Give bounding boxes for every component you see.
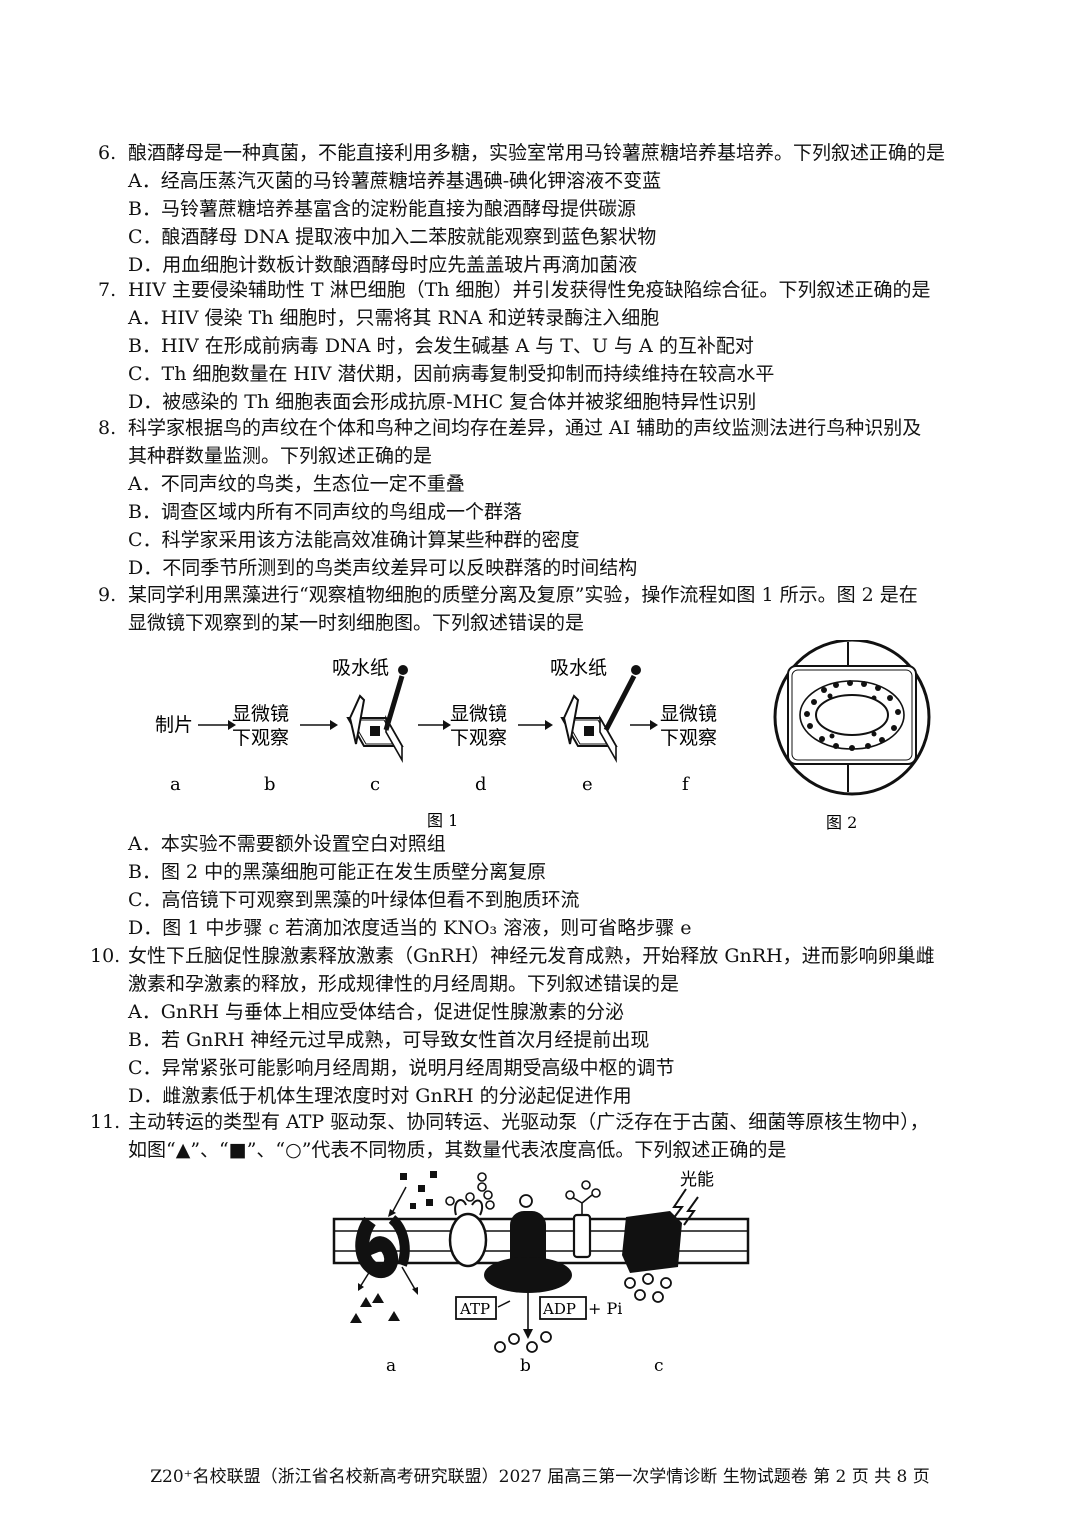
option-c: C．酿酒酵母 DNA 提取液中加入二苯胺就能观察到蓝色絮状物 <box>128 226 657 248</box>
option-b: B．调查区域内所有不同声纹的鸟组成一个群落 <box>128 501 522 523</box>
figure-active-transport: ATP ADP + Pi 光能 a b c <box>332 1170 750 1376</box>
question-8: 8. 科学家根据鸟的声纹在个体和鸟种之间均存在差异，通过 AI 辅助的声纹监测法… <box>98 414 998 582</box>
option-a: A．不同声纹的鸟类，生态位一定不重叠 <box>128 473 465 495</box>
transporter-c-light-pump <box>622 1188 699 1303</box>
transport-label-b: b <box>520 1356 531 1376</box>
observe-label-d-1: 显微镜 <box>450 703 507 725</box>
observe-label-b-1: 显微镜 <box>232 703 289 725</box>
stem-line: 科学家根据鸟的声纹在个体和鸟种之间均存在差异，通过 AI 辅助的声纹监测法进行鸟… <box>128 417 922 439</box>
question-11: 11. 主动转运的类型有 ATP 驱动泵、协同转运、光驱动泵（广泛存在于古菌、细… <box>90 1108 998 1164</box>
slide-with-blotting-paper-e <box>560 665 641 764</box>
question-9: 9. 某同学利用黑藻进行“观察植物细胞的质壁分离及复原”实验，操作流程如图 1 … <box>98 581 998 637</box>
blotting-paper-label-2: 吸水纸 <box>550 657 607 679</box>
question-stem: 9. 某同学利用黑藻进行“观察植物细胞的质壁分离及复原”实验，操作流程如图 1 … <box>98 581 998 637</box>
question-6: 6. 酿酒酵母是一种真菌，不能直接利用多糖，实验室常用马铃薯蔗糖培养基培养。下列… <box>98 139 998 279</box>
step-label-a: a <box>170 774 181 795</box>
step-label-b: b <box>264 774 276 795</box>
question-stem: 8. 科学家根据鸟的声纹在个体和鸟种之间均存在差异，通过 AI 辅助的声纹监测法… <box>98 414 998 470</box>
option-c: C．异常紧张可能影响月经周期，说明月经周期受高级中枢的调节 <box>128 1057 675 1079</box>
transport-label-c: c <box>654 1356 664 1376</box>
transporter-b-atp-pump <box>484 1194 572 1353</box>
figure-1-procedure: 吸水纸 吸水纸 制片 显微镜 下观察 显微镜 下观察 <box>155 657 717 830</box>
figure-2-caption: 图 2 <box>826 813 857 832</box>
stem-line: 其种群数量监测。下列叙述正确的是 <box>128 445 433 467</box>
step-label-c: c <box>370 774 380 795</box>
make-slide-label: 制片 <box>155 714 193 736</box>
slide-with-blotting-paper-c <box>346 665 408 764</box>
blotting-paper-label-1: 吸水纸 <box>332 657 389 679</box>
option-b: B．马铃薯蔗糖培养基富含的淀粉能直接为酿酒酵母提供碳源 <box>128 198 636 220</box>
triangle-molecules <box>350 1293 400 1323</box>
option-d: D．被感染的 Th 细胞表面会形成抗原-MHC 复合体并被浆细胞特异性识别 <box>128 391 757 413</box>
option-c: C．科学家采用该方法能高效准确计算某些种群的密度 <box>128 529 580 551</box>
option-a: A．GnRH 与垂体上相应受体结合，促进促性腺激素的分泌 <box>128 1001 625 1023</box>
stem-line: 女性下丘脑促性腺激素释放激素（GnRH）神经元发育成熟，开始释放 GnRH，进而… <box>128 945 935 967</box>
step-label-f: f <box>682 774 690 795</box>
option-b: B．若 GnRH 神经元过早成熟，可导致女性首次月经提前出现 <box>128 1029 650 1051</box>
question-number: 7. <box>98 279 117 301</box>
option-d: D．图 1 中步骤 c 若滴加浓度适当的 KNO₃ 溶液，则可省略步骤 e <box>128 917 692 939</box>
small-transporter <box>565 1180 601 1259</box>
question-7: 7. HIV 主要侵染辅助性 T 淋巴细胞（Th 细胞）并引发获得性免疫缺陷综合… <box>98 276 998 416</box>
step-label-e: e <box>582 774 593 795</box>
question-number: 9. <box>98 584 117 606</box>
page-footer: Z20⁺名校联盟（浙江省名校新高考研究联盟）2027 届高三第一次学情诊断 生物… <box>150 1467 930 1487</box>
question-number: 8. <box>98 417 117 439</box>
option-a: A．本实验不需要额外设置空白对照组 <box>128 833 446 855</box>
stem-line: 某同学利用黑藻进行“观察植物细胞的质壁分离及复原”实验，操作流程如图 1 所示。… <box>128 584 918 606</box>
question-stem: 7. HIV 主要侵染辅助性 T 淋巴细胞（Th 细胞）并引发获得性免疫缺陷综合… <box>98 276 998 304</box>
transport-label-a: a <box>386 1356 396 1376</box>
question-stem: 10. 女性下丘脑促性腺激素释放激素（GnRH）神经元发育成熟，开始释放 GnR… <box>90 942 998 998</box>
option-d: D．不同季节所测到的鸟类声纹差异可以反映群落的时间结构 <box>128 557 638 579</box>
transporter-a <box>355 1186 418 1295</box>
option-a: A．HIV 侵染 Th 细胞时，只需将其 RNA 和逆转录酶注入细胞 <box>128 307 660 329</box>
option-d: D．用血细胞计数板计数酿酒酵母时应先盖盖玻片再滴加菌液 <box>128 254 638 276</box>
question-stem: 6. 酿酒酵母是一种真菌，不能直接利用多糖，实验室常用马铃薯蔗糖培养基培养。下列… <box>98 139 998 167</box>
chloroplasts <box>804 680 901 751</box>
observe-label-b-2: 下观察 <box>232 727 289 749</box>
stem-line: 酿酒酵母是一种真菌，不能直接利用多糖，实验室常用马铃薯蔗糖培养基培养。下列叙述正… <box>128 142 946 164</box>
stem-line: 主动转运的类型有 ATP 驱动泵、协同转运、光驱动泵（广泛存在于古菌、细菌等原核… <box>128 1111 929 1133</box>
option-b: B．图 2 中的黑藻细胞可能正在发生质壁分离复原 <box>128 861 547 883</box>
question-9-options: A．本实验不需要额外设置空白对照组 B．图 2 中的黑藻细胞可能正在发生质壁分离… <box>98 830 998 942</box>
option-c: C．高倍镜下可观察到黑藻的叶绿体但看不到胞质环流 <box>128 889 580 911</box>
stem-line: 激素和孕激素的释放，形成规律性的月经周期。下列叙述错误的是 <box>128 973 680 995</box>
question-10: 10. 女性下丘脑促性腺激素释放激素（GnRH）神经元发育成熟，开始释放 GnR… <box>90 942 998 1110</box>
figure-1-caption: 图 1 <box>427 811 458 830</box>
option-a: A．经高压蒸汽灭菌的马铃薯蔗糖培养基遇碘-碘化钾溶液不变蓝 <box>128 170 662 192</box>
observe-label-f-1: 显微镜 <box>660 703 717 725</box>
light-energy-label: 光能 <box>680 1170 714 1190</box>
option-d: D．雌激素低于机体生理浓度时对 GnRH 的分泌起促进作用 <box>128 1085 632 1107</box>
observe-label-f-2: 下观察 <box>660 727 717 749</box>
question-stem: 11. 主动转运的类型有 ATP 驱动泵、协同转运、光驱动泵（广泛存在于古菌、细… <box>90 1108 998 1164</box>
pi-label: + Pi <box>588 1299 622 1318</box>
question-number: 6. <box>98 142 117 164</box>
step-label-d: d <box>475 774 487 795</box>
adp-label: ADP <box>542 1300 576 1318</box>
square-molecules <box>400 1171 437 1209</box>
question-number: 10. <box>90 945 121 967</box>
atp-label: ATP <box>459 1300 490 1318</box>
figure-2-cell-view: 图 2 <box>773 640 931 832</box>
cotransporter <box>445 1172 495 1268</box>
stem-line: 显微镜下观察到的某一时刻细胞图。下列叙述错误的是 <box>128 612 585 634</box>
question-number: 11. <box>90 1111 121 1133</box>
stem-line: 如图“▲”、“■”、“○”代表不同物质，其数量代表浓度高低。下列叙述正确的是 <box>128 1139 787 1161</box>
observe-label-d-2: 下观察 <box>450 727 507 749</box>
stem-line: HIV 主要侵染辅助性 T 淋巴细胞（Th 细胞）并引发获得性免疫缺陷综合征。下… <box>128 279 931 301</box>
option-c: C．Th 细胞数量在 HIV 潜伏期，因前病毒复制受抑制而持续维持在较高水平 <box>128 363 775 385</box>
option-b: B．HIV 在形成前病毒 DNA 时，会发生碱基 A 与 T、U 与 A 的互补… <box>128 335 754 357</box>
